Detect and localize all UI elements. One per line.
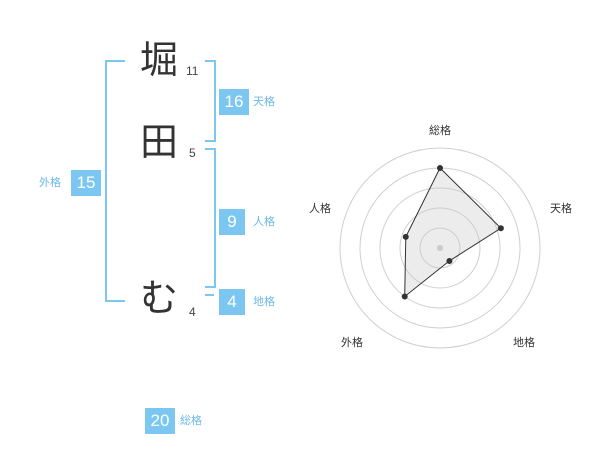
- radar-point: [497, 225, 504, 232]
- name-char-3: む: [140, 276, 179, 320]
- gaikaku-value: 15: [71, 170, 101, 196]
- stroke-count-2: 5: [189, 146, 196, 160]
- radar-ring: [379, 187, 501, 309]
- chikaku-bracket: [205, 294, 214, 296]
- soukaku-label: 総格: [180, 414, 202, 427]
- name-char-1: 堀: [140, 38, 179, 82]
- stroke-count-3: 4: [189, 305, 196, 319]
- radar-label-tenkaku: 天格: [550, 201, 572, 215]
- radar-label-gaikaku: 外格: [341, 335, 363, 349]
- radar-ring: [399, 207, 481, 289]
- radar-point: [446, 257, 453, 264]
- chikaku-label: 地格: [253, 295, 275, 308]
- tenkaku-bracket: [205, 60, 216, 142]
- radar-label-soukaku: 総格: [429, 123, 451, 137]
- gaikaku-bracket: [105, 60, 125, 302]
- radar-point: [401, 293, 408, 300]
- radar-ring: [339, 147, 541, 349]
- radar-point: [402, 233, 409, 240]
- jinkaku-label: 人格: [253, 215, 275, 228]
- stroke-count-1: 11: [186, 64, 199, 78]
- jinkaku-bracket: [205, 148, 216, 288]
- tenkaku-value: 16: [219, 89, 249, 115]
- tenkaku-label: 天格: [253, 95, 275, 108]
- radar-center-dot: [437, 245, 443, 251]
- jinkaku-value: 9: [219, 209, 245, 235]
- radar-point: [437, 165, 443, 171]
- name-char-2: 田: [140, 120, 179, 164]
- radar-area: [404, 167, 502, 298]
- radar-label-chikaku: 地格: [513, 335, 535, 349]
- gaikaku-label: 外格: [39, 176, 61, 189]
- soukaku-value: 20: [145, 408, 175, 434]
- radar-label-jinkaku: 人格: [309, 201, 331, 215]
- chikaku-value: 4: [219, 289, 245, 315]
